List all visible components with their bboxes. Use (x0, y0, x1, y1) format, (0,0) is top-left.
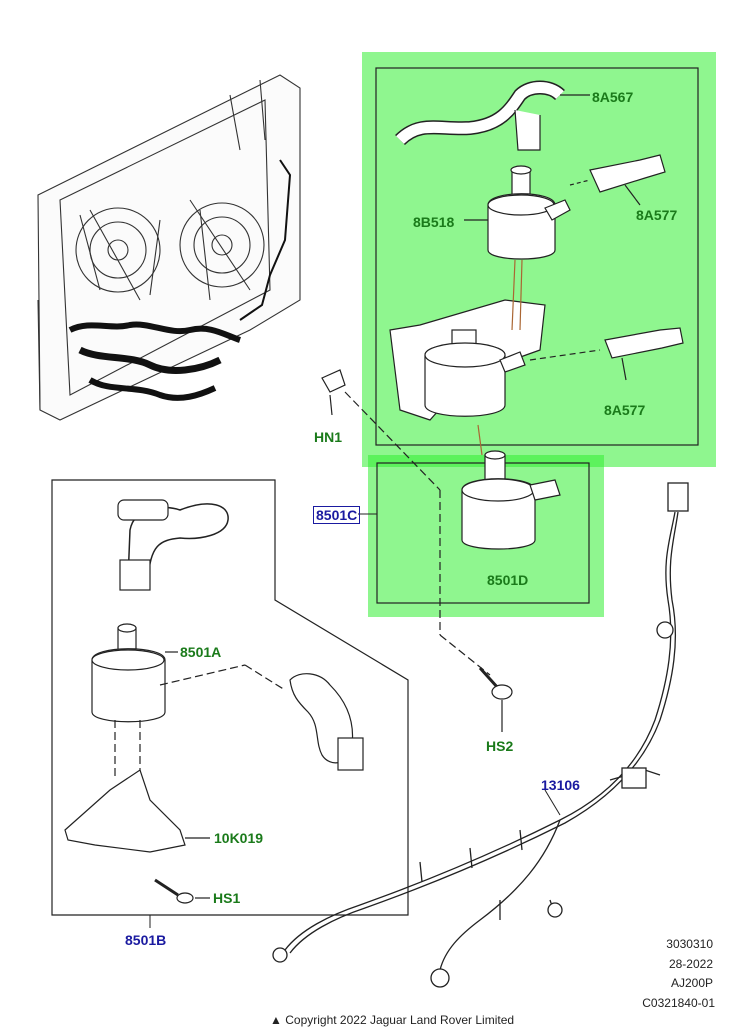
label-8a577-bottom: 8A577 (604, 402, 646, 418)
label-8501d: 8501D (487, 572, 529, 588)
detail-frame-upper (375, 67, 699, 446)
bolt-hs2 (478, 666, 513, 732)
label-hs1: HS1 (213, 890, 241, 906)
footer-code-2: AJ200P (670, 976, 713, 990)
wiring-harness-13106 (272, 482, 689, 988)
copyright-text: Copyright 2022 Jaguar Land Rover Limited (285, 1013, 515, 1027)
detail-frame-left (51, 479, 409, 916)
footer-code-1: 3030310 (666, 937, 713, 951)
label-hs2: HS2 (486, 738, 514, 754)
footer-date: 28-2022 (668, 957, 713, 971)
detail-frame-lower (376, 462, 590, 604)
label-8a567: 8A567 (592, 89, 634, 105)
copyright-line: ▲ Copyright 2022 Jaguar Land Rover Limit… (270, 1013, 514, 1027)
pump-with-bracket (389, 259, 601, 421)
radiator-fan-assembly (37, 74, 301, 421)
footer-code-3: C0321840-01 (642, 996, 715, 1010)
hose-8a567 (395, 80, 590, 151)
label-8a577-top: 8A577 (636, 207, 678, 223)
pump-8b518 (464, 165, 571, 260)
left-detail-parts (64, 499, 364, 904)
label-8501a: 8501A (180, 644, 222, 660)
label-8b518: 8B518 (413, 214, 455, 230)
sensor-8a577-bottom (604, 327, 684, 381)
label-10k019: 10K019 (214, 830, 264, 846)
label-8501b: 8501B (125, 932, 167, 948)
sensor-8a577-top (569, 154, 666, 206)
copyright-icon: ▲ (270, 1013, 282, 1027)
label-8501c: 8501C (313, 506, 361, 524)
pump-8501d (461, 424, 561, 550)
label-hn1: HN1 (314, 429, 343, 445)
label-13106: 13106 (541, 777, 580, 793)
